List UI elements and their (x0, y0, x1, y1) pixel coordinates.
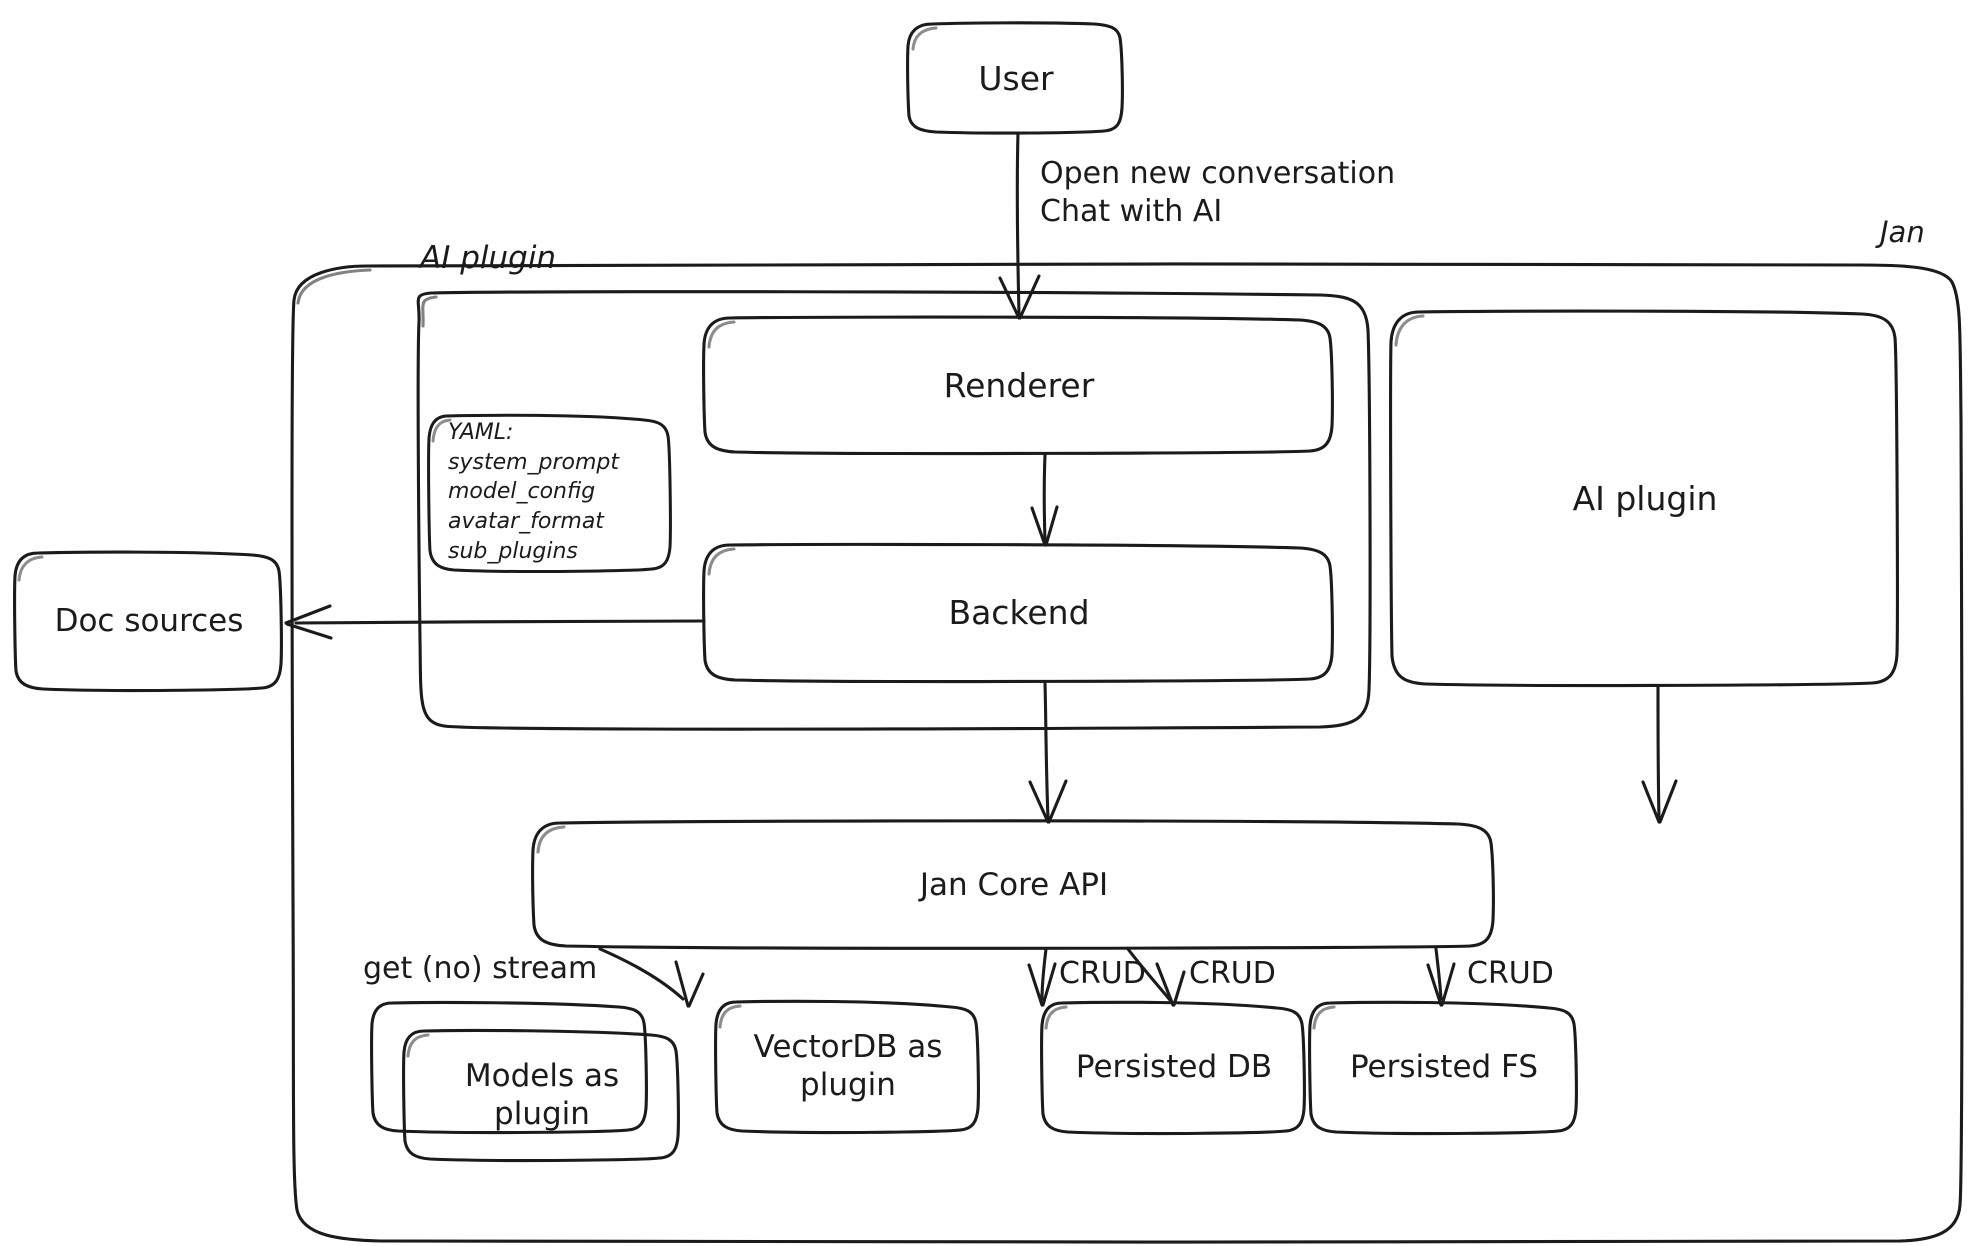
node-vectordb-plugin-outline (714, 999, 980, 1135)
node-persisted-db-outline (1040, 1000, 1306, 1136)
edge-ai-plugin-to-jan-core-api (1641, 685, 1678, 824)
edge-label-get-no-stream: get (no) stream (363, 951, 598, 986)
edge-label-crud-persisted-fs: CRUD (1467, 956, 1554, 991)
edge-renderer-to-backend (1030, 453, 1059, 547)
group-jan-outline (290, 262, 1964, 1244)
node-persisted-fs-outline (1308, 1000, 1578, 1136)
edge-jan-core-api-to-persisted-db (1126, 947, 1186, 1007)
edge-backend-to-doc-sources (284, 604, 706, 640)
node-ai-plugin-outline (1389, 309, 1899, 688)
edge-label-crud-persisted-db: CRUD (1189, 956, 1276, 991)
group-ai-plugin-outline (416, 290, 1372, 731)
edge-label-user-to-renderer: Open new conversation Chat with AI (1040, 156, 1396, 230)
edge-jan-core-api-to-persisted-fs (1426, 947, 1456, 1007)
edge-label-crud-vectordb: CRUD (1059, 956, 1146, 991)
node-jan-core-api-outline (531, 819, 1495, 950)
yaml-note-outline (427, 413, 672, 574)
node-renderer-outline (702, 315, 1334, 456)
node-models-plugin-ghost-outline (370, 1000, 648, 1135)
node-models-plugin-outline (402, 1028, 680, 1163)
edge-jan-core-api-to-vectordb-plugin (1027, 947, 1057, 1007)
group-label-jan: Jan (1880, 215, 1925, 249)
edge-jan-core-api-to-models-plugin (598, 947, 705, 1008)
node-user-outline (906, 21, 1124, 135)
group-label-ai-plugin: AI plugin (420, 240, 557, 276)
edge-user-to-renderer (998, 131, 1041, 320)
node-doc-sources-outline (13, 550, 283, 693)
node-backend-outline (702, 542, 1334, 684)
edge-backend-to-jan-core-api (1028, 681, 1068, 824)
yaml-note-text: YAML: system_prompt model_config avatar_… (448, 420, 620, 564)
